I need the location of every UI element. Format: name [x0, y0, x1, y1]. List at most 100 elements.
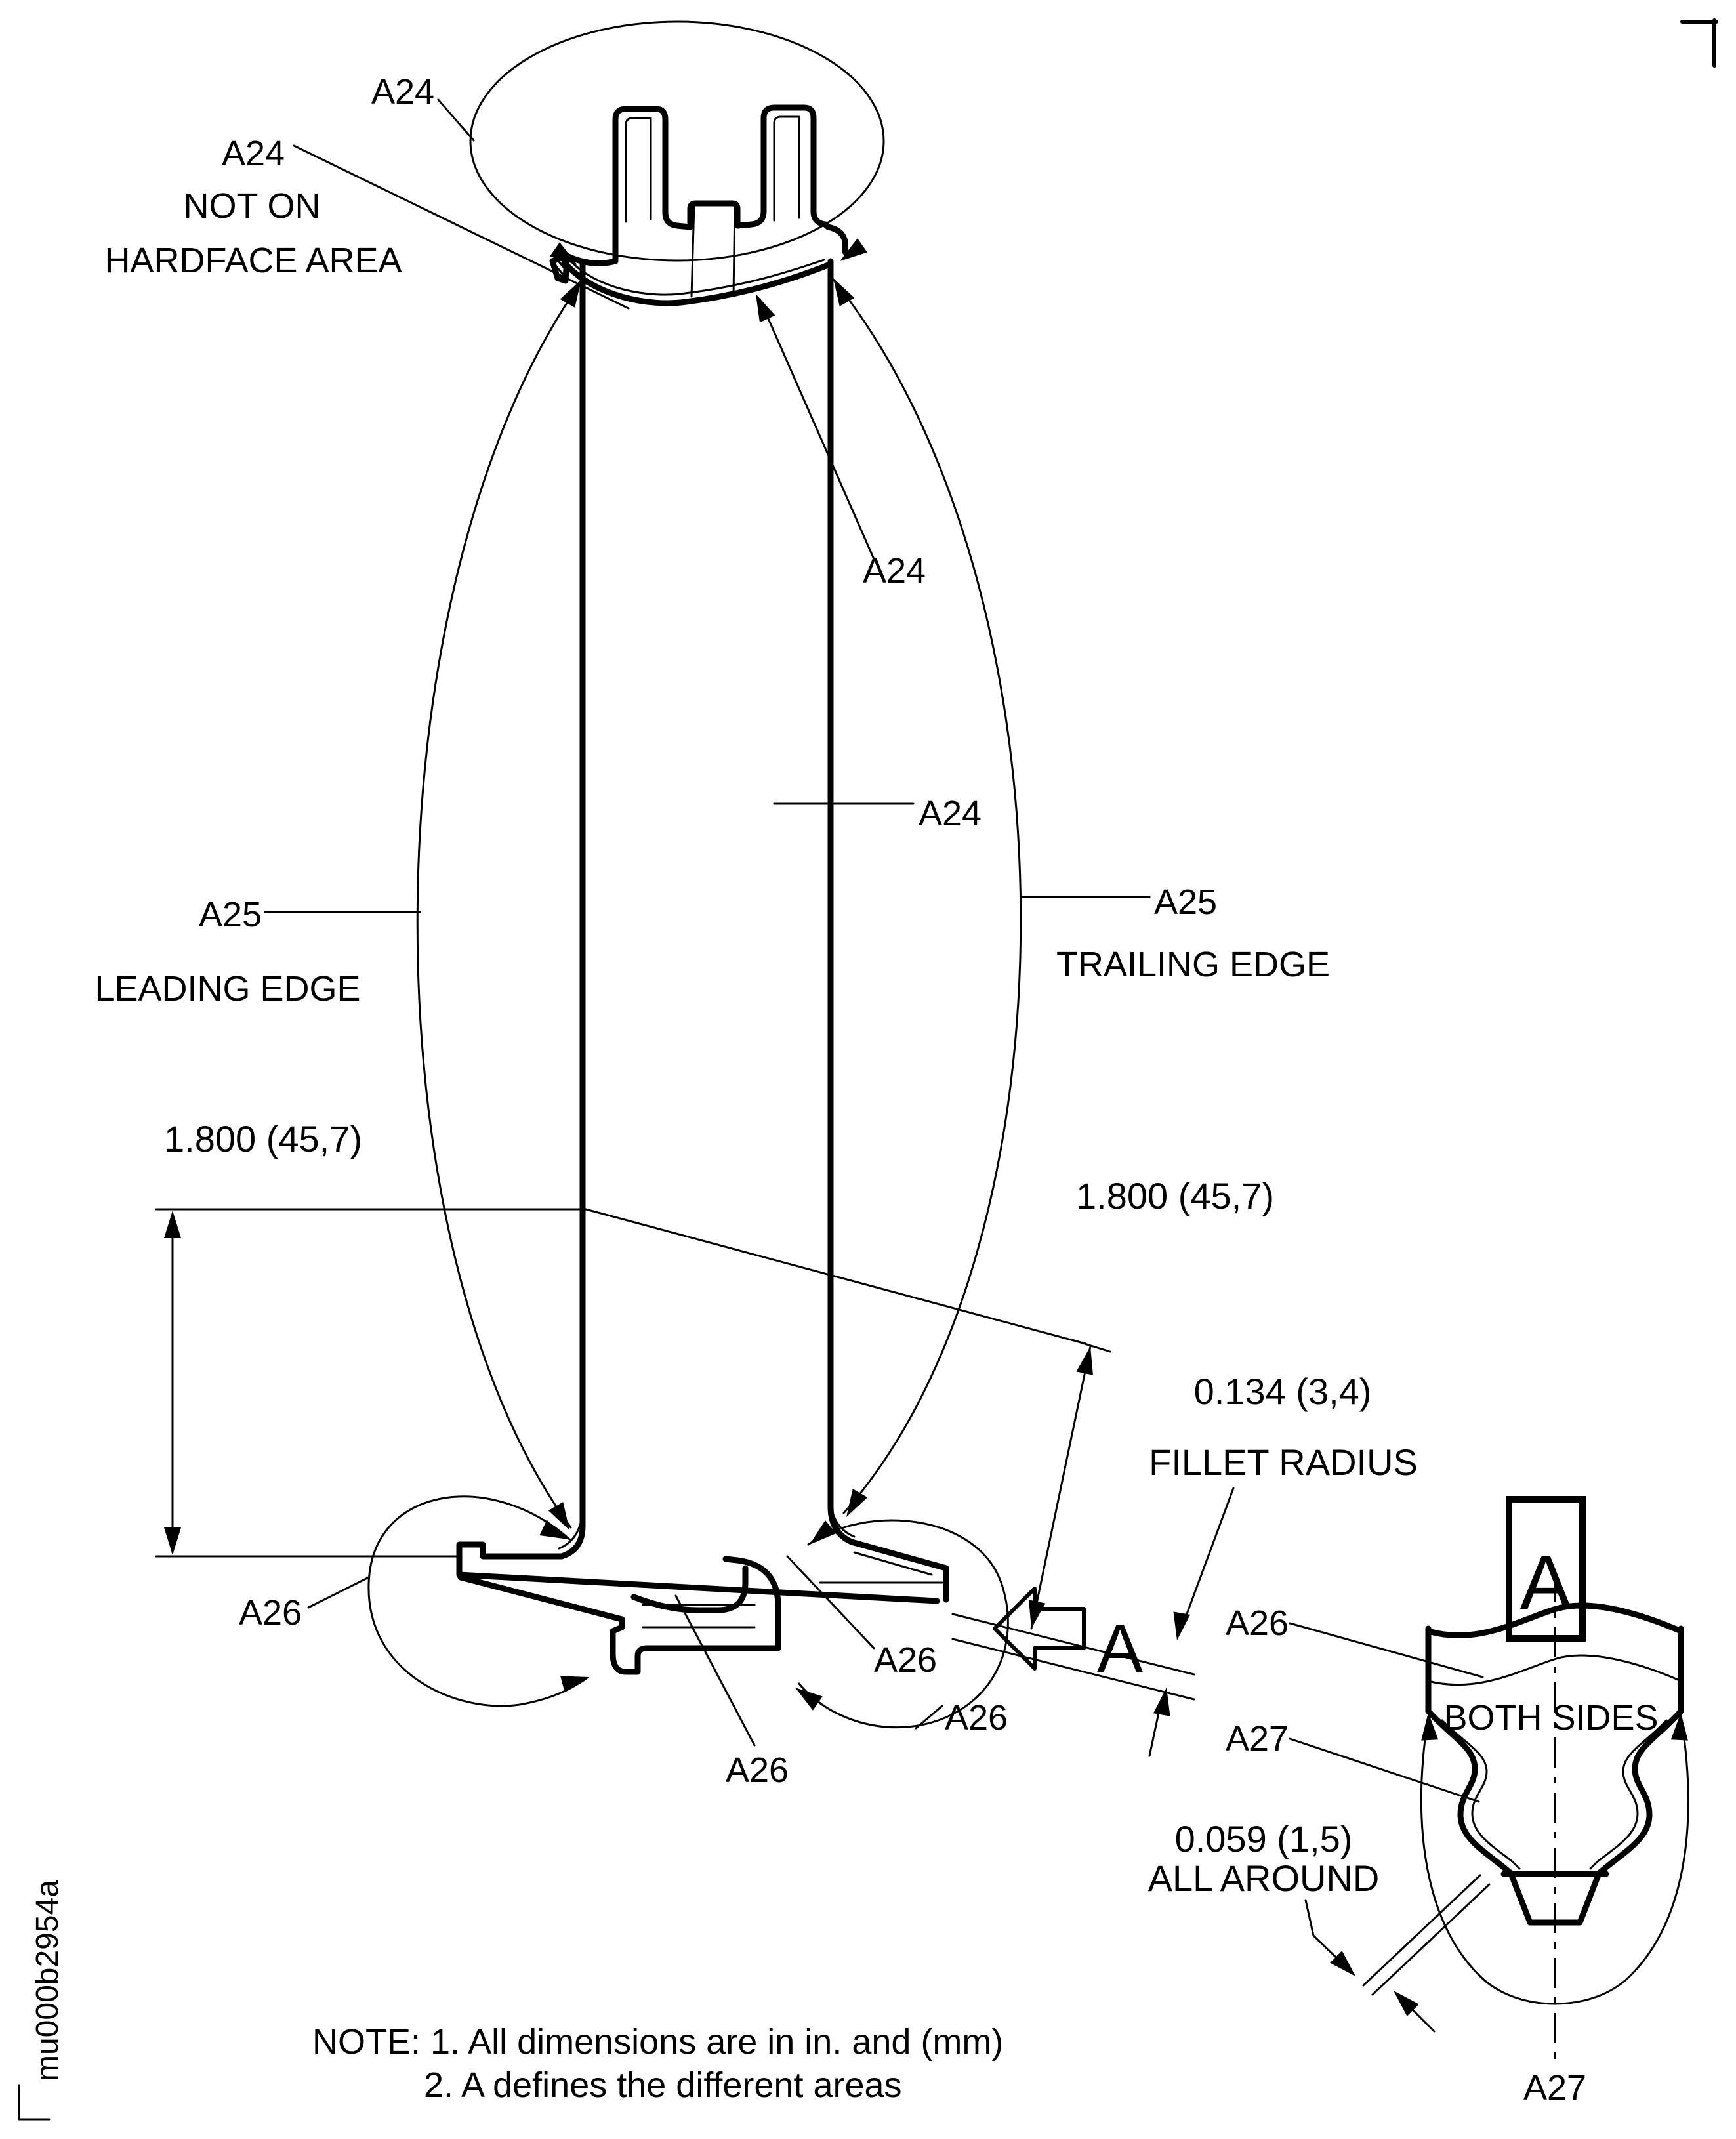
a25-callouts: A25 LEADING EDGE A25 TRAILING EDGE: [94, 883, 1330, 1008]
arrowhead-icon: [1330, 1951, 1355, 1976]
note-line-2: 2. A defines the different areas: [424, 2066, 902, 2105]
leading-edge-arc: [416, 282, 581, 1529]
notes: NOTE: 1. All dimensions are in in. and (…: [312, 2022, 1003, 2105]
root-callout-blobs: [367, 1495, 1009, 1729]
span-right-dim-line: [1030, 1345, 1092, 1630]
span-dimension-left: 1.800 (45,7): [155, 1118, 1087, 1558]
trailing-edge-arc: [833, 280, 1022, 1514]
tip-underside-inner-line: [568, 259, 825, 296]
a26-bottom-right-leader: [915, 1705, 943, 1730]
fillet-value: 0.134 (3,4): [1194, 1371, 1372, 1412]
arrowhead-icon: [756, 294, 775, 323]
a24-hardface-label-3: HARDFACE AREA: [104, 241, 402, 280]
a26-bottom-right-label: A26: [945, 1698, 1008, 1737]
tip-region: [469, 20, 885, 306]
detail-offset-left: [1441, 1719, 1521, 1870]
a26-pocket-label: A26: [874, 1640, 937, 1680]
arrowhead-icon: [846, 1489, 868, 1517]
platform-ledge-tab: [456, 1541, 565, 1578]
part-number-bracket: [18, 2084, 51, 2121]
arrowhead-icon: [810, 1520, 837, 1545]
arrowhead-icon: [1173, 1611, 1191, 1640]
a26-detail-leader: [1289, 1622, 1484, 1678]
a27-bottom-label: A27: [1523, 2068, 1586, 2108]
a26-pocket-leader: [786, 1555, 875, 1650]
fillet-extension-lines: [951, 1613, 1195, 1701]
corner-mark-icon: [1680, 18, 1718, 68]
fillet-caption: FILLET RADIUS: [1149, 1442, 1418, 1483]
detail-boundary-blob: [1420, 1715, 1689, 2005]
arrowhead-icon: [840, 238, 867, 261]
note-line-1: NOTE: 1. All dimensions are in in. and (…: [312, 2022, 1003, 2062]
a27-left-leader: [1289, 1737, 1480, 1803]
arrowhead-icon: [1076, 1346, 1093, 1375]
left-fillet-arc: [558, 1508, 584, 1550]
a25-leading-label: A25: [199, 895, 262, 934]
tip-underside: [561, 259, 831, 306]
a26-left-label: A26: [239, 1593, 302, 1632]
a24-hardface-label-2: NOT ON: [183, 186, 320, 226]
span-extension-line: [155, 1208, 1087, 1345]
airfoil-right-edge: [827, 258, 855, 1545]
arrowhead-icon: [1421, 1713, 1439, 1741]
a24-right-leader: [758, 298, 875, 560]
right-fillet-arc: [829, 1499, 856, 1538]
detail-coating-line: [1427, 1654, 1682, 1686]
shank-serration-lines: [642, 1604, 756, 1629]
detail-top-surface: [1425, 1602, 1684, 1714]
platform-right-inner-lines: [819, 1551, 943, 1584]
edge-callout-arcs: [416, 278, 1022, 1530]
detail-firtree-right: [1595, 1708, 1684, 1877]
a24-hardface-label-1: A24: [222, 134, 285, 173]
arrowhead-icon: [1670, 1713, 1688, 1741]
right-root-blob: [798, 1519, 1009, 1729]
arrowhead-icon: [560, 1676, 589, 1693]
view-arrow-icon: [993, 1587, 1086, 1671]
arrowhead-icon: [164, 1527, 181, 1555]
fillet-radius-dimension: 0.134 (3,4) FILLET RADIUS: [951, 1371, 1418, 1757]
a24-callouts: A24 A24 NOT ON HARDFACE AREA A24 A24: [104, 72, 982, 833]
tip-corner-notch: [549, 253, 570, 284]
arrowhead-icon: [1394, 1991, 1419, 2016]
offset-extension-lines: [1362, 1874, 1491, 1996]
root-region: [456, 1539, 949, 1675]
span-left-value: 1.800 (45,7): [164, 1118, 362, 1159]
tip-post-inner-lines: [625, 115, 800, 223]
a26-bottom-center-leader: [674, 1594, 756, 1747]
platform-underside: [456, 1571, 940, 1604]
arrowhead-icon: [164, 1211, 181, 1238]
a26-detail-label: A26: [1226, 1604, 1289, 1643]
view-direction: A: [993, 1587, 1143, 1687]
tip-corner-hatch: [554, 260, 568, 276]
a26-bottom-center-label: A26: [726, 1751, 789, 1790]
part-number: mu000b2954a: [30, 1880, 65, 2081]
left-root-blob: [367, 1495, 588, 1707]
arrowhead-icon: [795, 1688, 823, 1711]
a26-left-leader: [307, 1576, 370, 1609]
detail-view: A BOTH SIDES A26 A27 A27 0.059 (1,5) ALL…: [1148, 1496, 1689, 2108]
a24-tip-leader: [437, 98, 475, 142]
tip-outline: [564, 104, 848, 266]
trailing-edge-caption: TRAILING EDGE: [1056, 945, 1330, 984]
a26-callouts: A26 A26 A26 A26: [239, 1555, 1008, 1790]
view-arrow-label: A: [1097, 1610, 1143, 1687]
airfoil-left-edge: [558, 262, 586, 1560]
detail-offset-right: [1589, 1719, 1668, 1870]
a24-hardface-leader: [293, 144, 630, 310]
arrowhead-icon: [539, 1520, 568, 1539]
airfoil: [558, 258, 856, 1560]
offset-value: 0.059 (1,5): [1175, 1818, 1353, 1859]
leading-edge-caption: LEADING EDGE: [94, 969, 360, 1008]
tip-area-ellipse: [469, 20, 885, 262]
span-right-value: 1.800 (45,7): [1076, 1175, 1274, 1216]
fillet-dim-tail: [1148, 1699, 1163, 1757]
fillet-leader: [1180, 1487, 1235, 1631]
tip-boss-lines: [690, 202, 736, 298]
a24-face-label: A24: [919, 794, 982, 833]
detail-firtree-bottom: [1500, 1871, 1609, 1926]
detail-marker-box: [1506, 1496, 1586, 1642]
platform-front-face: [457, 1574, 625, 1623]
arrowhead-icon: [833, 278, 855, 306]
